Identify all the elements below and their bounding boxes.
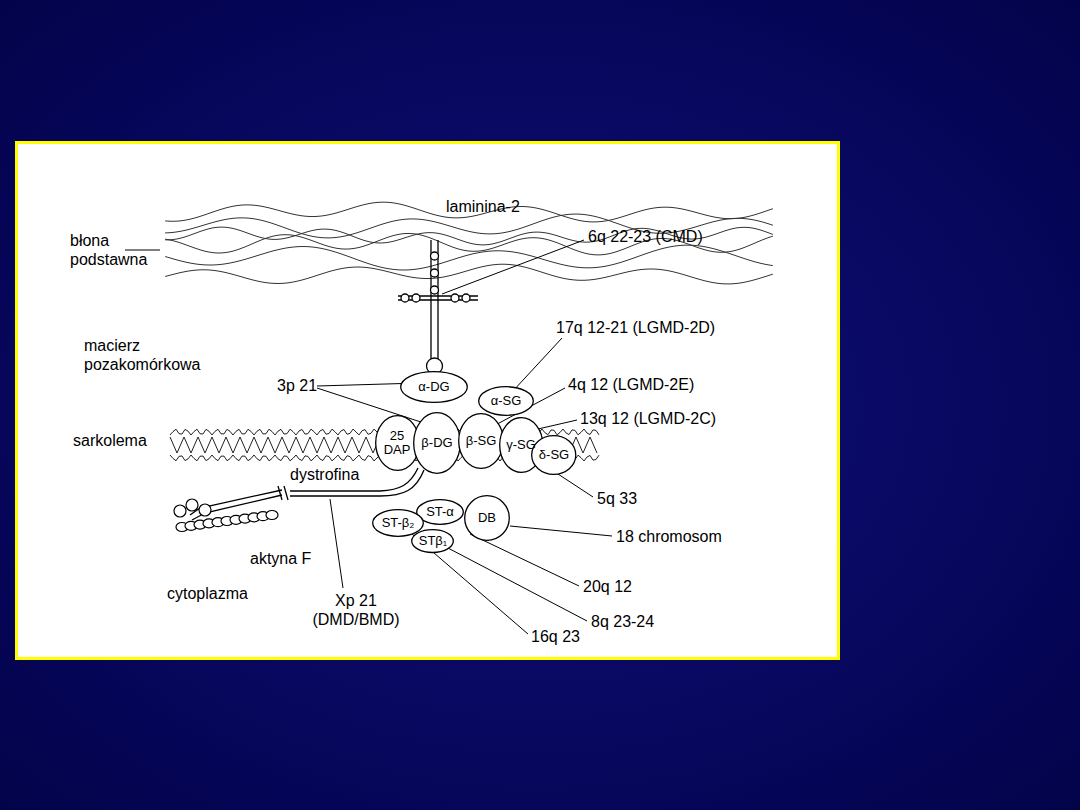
gene-locus: 5q 33 <box>597 489 637 508</box>
protein-ellipse: β-DG <box>413 412 461 474</box>
actin-bead <box>266 511 278 520</box>
protein-ellipse: β-SG <box>458 413 504 469</box>
gene-locus: 8q 23-24 <box>591 612 654 631</box>
gene-locus: laminina-2 <box>446 197 520 216</box>
gene-locus: 13q 12 (LGMD-2C) <box>580 409 716 428</box>
leader-lines <box>125 240 612 634</box>
structure-label: cytoplazma <box>167 584 248 603</box>
structure-label: macierz pozakomórkowa <box>84 336 214 374</box>
actin-bead <box>199 504 211 516</box>
protein-name: STβ₁ <box>419 534 447 548</box>
structure-label: błona podstawna <box>70 231 162 269</box>
protein-name: 25 DAP <box>382 429 412 457</box>
protein-name: ST-β₂ <box>382 516 415 530</box>
gene-locus: 18 chromosom <box>616 527 722 546</box>
protein-name: δ-SG <box>539 448 569 462</box>
gene-locus: Xp 21 (DMD/BMD) <box>300 591 412 629</box>
protein-name: α-DG <box>418 380 449 394</box>
protein-ellipse: α-DG <box>400 371 468 403</box>
actin-bead <box>174 505 186 517</box>
structure-label: dystrofina <box>290 465 359 484</box>
protein-name: γ-SG <box>506 438 536 452</box>
protein-ellipse: α-SG <box>478 386 534 416</box>
structure-label: sarkolema <box>73 431 147 450</box>
protein-ellipse: DB <box>464 495 510 541</box>
protein-name: β-SG <box>466 434 497 448</box>
gene-locus: 4q 12 (LGMD-2E) <box>568 375 694 394</box>
protein-ellipse: 25 DAP <box>375 415 420 471</box>
protein-name: DB <box>478 511 496 525</box>
gene-locus: 16q 23 <box>531 627 580 646</box>
laminin-molecule <box>398 240 478 374</box>
gene-locus: 17q 12-21 (LGMD-2D) <box>556 318 715 337</box>
gene-locus: 3p 21 <box>277 376 317 395</box>
protein-ellipse: δ-SG <box>531 435 576 475</box>
structure-label: aktyna F <box>250 549 311 568</box>
gene-locus: 20q 12 <box>583 577 632 596</box>
membrane-fiber <box>165 264 773 284</box>
protein-name: ST-α <box>426 505 454 519</box>
actin-filament <box>174 499 278 532</box>
protein-ellipse: STβ₁ <box>411 529 454 553</box>
protein-ellipse: ST-β₂ <box>372 509 424 537</box>
membrane-fiber <box>165 245 773 270</box>
actin-bead <box>186 499 198 511</box>
gene-locus: 6q 22-23 (CMD) <box>588 227 703 246</box>
protein-name: α-SG <box>491 394 522 408</box>
protein-name: β-DG <box>421 436 452 450</box>
